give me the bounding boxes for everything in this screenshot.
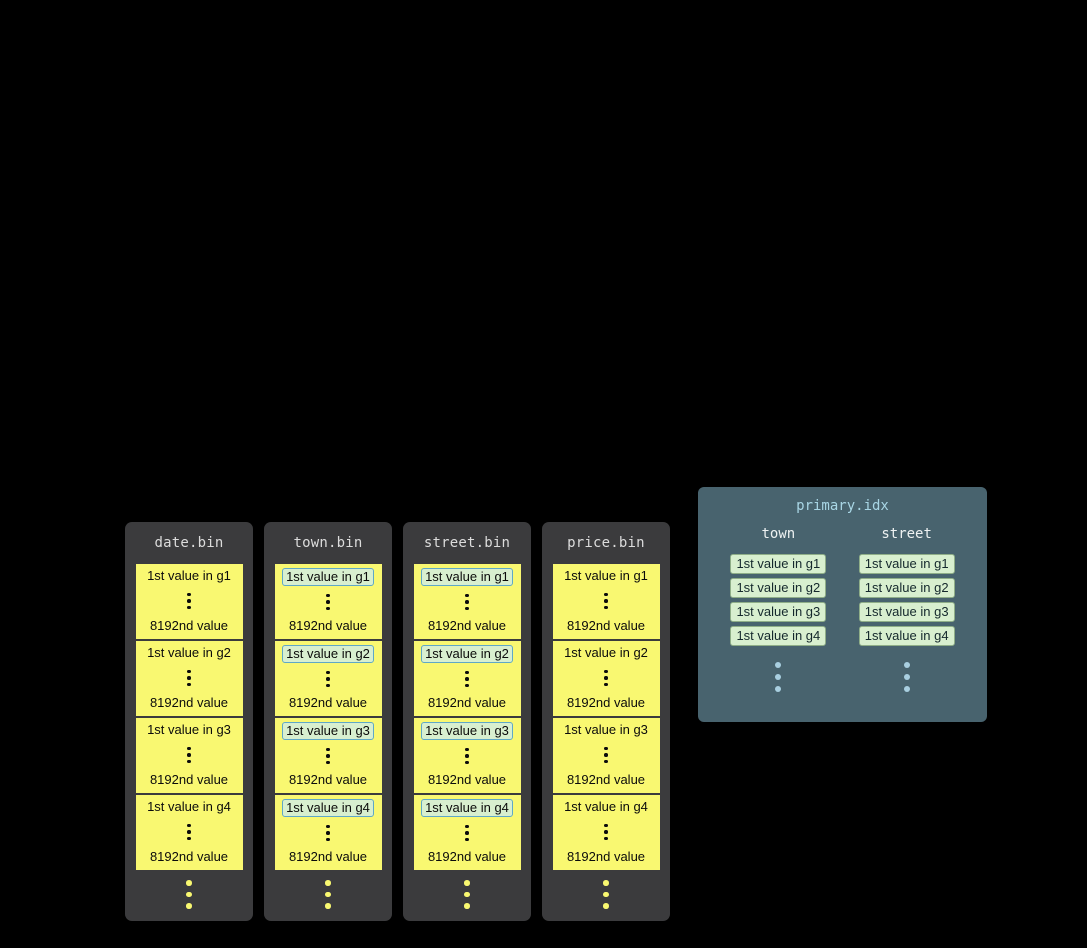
vertical-ellipsis-icon	[326, 670, 330, 688]
granule-last-value: 8192nd value	[149, 849, 229, 864]
granule-last-value: 8192nd value	[288, 772, 368, 787]
vertical-ellipsis-icon	[326, 593, 330, 611]
bin-file-title: price.bin	[567, 535, 645, 551]
granule-first-value-highlighted: 1st value in g4	[282, 799, 374, 817]
vertical-ellipsis-icon	[187, 823, 191, 841]
granule-last-value: 8192nd value	[288, 618, 368, 633]
granule-first-value: 1st value in g4	[564, 799, 648, 814]
granule-g2: 1st value in g2 8192nd value	[552, 641, 660, 716]
granule-g2: 1st value in g2 8192nd value	[135, 641, 243, 716]
granule-first-value: 1st value in g3	[147, 722, 231, 737]
index-entry: 1st value in g1	[730, 554, 827, 574]
vertical-ellipsis-icon	[465, 593, 469, 611]
granule-first-value-highlighted: 1st value in g1	[421, 568, 513, 586]
index-column-header: street	[881, 526, 932, 542]
granule-first-value-highlighted: 1st value in g2	[421, 645, 513, 663]
vertical-ellipsis-icon	[465, 670, 469, 688]
granule-last-value: 8192nd value	[149, 695, 229, 710]
vertical-ellipsis-icon	[187, 746, 191, 764]
granule-g1: 1st value in g1 8192nd value	[135, 564, 243, 639]
vertical-ellipsis-icon	[187, 669, 191, 687]
more-granules-ellipsis-icon	[464, 880, 470, 909]
granule-first-value: 1st value in g2	[147, 645, 231, 660]
vertical-ellipsis-icon	[326, 747, 330, 765]
granule-g3: 1st value in g3 8192nd value	[135, 718, 243, 793]
bin-column-price: price.bin 1st value in g1 8192nd value 1…	[542, 522, 670, 921]
index-column-header: town	[761, 526, 796, 542]
vertical-ellipsis-icon	[465, 747, 469, 765]
granule-g2: 1st value in g2 8192nd value	[413, 641, 521, 716]
more-entries-ellipsis-icon	[903, 662, 910, 692]
granule-last-value: 8192nd value	[288, 849, 368, 864]
granule-last-value: 8192nd value	[566, 772, 646, 787]
granule-g4: 1st value in g4 8192nd value	[274, 795, 382, 870]
granule-g4: 1st value in g4 8192nd value	[135, 795, 243, 870]
more-entries-ellipsis-icon	[775, 662, 782, 692]
granule-last-value: 8192nd value	[566, 618, 646, 633]
vertical-ellipsis-icon	[326, 824, 330, 842]
granule-first-value-highlighted: 1st value in g3	[421, 722, 513, 740]
granule-g2: 1st value in g2 8192nd value	[274, 641, 382, 716]
index-entry: 1st value in g3	[858, 602, 955, 622]
index-entry: 1st value in g4	[858, 626, 955, 646]
index-entry: 1st value in g1	[858, 554, 955, 574]
bin-file-title: date.bin	[154, 535, 224, 551]
primary-index-panel: primary.idx town 1st value in g1 1st val…	[698, 487, 987, 722]
vertical-ellipsis-icon	[604, 669, 608, 687]
granule-first-value: 1st value in g1	[564, 568, 648, 583]
bin-column-town: town.bin 1st value in g1 8192nd value 1s…	[264, 522, 392, 921]
granule-last-value: 8192nd value	[566, 849, 646, 864]
index-entry: 1st value in g4	[730, 626, 827, 646]
granule-first-value: 1st value in g4	[147, 799, 231, 814]
granule-last-value: 8192nd value	[427, 772, 507, 787]
bin-column-date: date.bin 1st value in g1 8192nd value 1s…	[125, 522, 253, 921]
granule-first-value: 1st value in g2	[564, 645, 648, 660]
granule-g3: 1st value in g3 8192nd value	[552, 718, 660, 793]
granule-g4: 1st value in g4 8192nd value	[552, 795, 660, 870]
granule-first-value: 1st value in g3	[564, 722, 648, 737]
granule-last-value: 8192nd value	[427, 849, 507, 864]
granule-last-value: 8192nd value	[149, 618, 229, 633]
index-column-street: street 1st value in g1 1st value in g2 1…	[858, 526, 955, 692]
index-entry: 1st value in g2	[858, 578, 955, 598]
granule-first-value-highlighted: 1st value in g1	[282, 568, 374, 586]
vertical-ellipsis-icon	[604, 592, 608, 610]
more-granules-ellipsis-icon	[325, 880, 331, 909]
index-entry: 1st value in g3	[730, 602, 827, 622]
granule-g3: 1st value in g3 8192nd value	[413, 718, 521, 793]
vertical-ellipsis-icon	[187, 592, 191, 610]
granule-g1: 1st value in g1 8192nd value	[552, 564, 660, 639]
granule-g3: 1st value in g3 8192nd value	[274, 718, 382, 793]
granule-g1: 1st value in g1 8192nd value	[274, 564, 382, 639]
more-granules-ellipsis-icon	[603, 880, 609, 909]
granule-g4: 1st value in g4 8192nd value	[413, 795, 521, 870]
granule-first-value-highlighted: 1st value in g4	[421, 799, 513, 817]
granule-last-value: 8192nd value	[427, 618, 507, 633]
bin-file-title: town.bin	[293, 535, 363, 551]
index-file-title: primary.idx	[796, 498, 889, 514]
granule-g1: 1st value in g1 8192nd value	[413, 564, 521, 639]
index-entry: 1st value in g2	[730, 578, 827, 598]
granule-last-value: 8192nd value	[149, 772, 229, 787]
granule-first-value: 1st value in g1	[147, 568, 231, 583]
granule-first-value-highlighted: 1st value in g3	[282, 722, 374, 740]
granule-last-value: 8192nd value	[427, 695, 507, 710]
index-column-town: town 1st value in g1 1st value in g2 1st…	[730, 526, 827, 692]
vertical-ellipsis-icon	[604, 823, 608, 841]
vertical-ellipsis-icon	[465, 824, 469, 842]
bin-file-title: street.bin	[423, 535, 511, 551]
bin-column-street: street.bin 1st value in g1 8192nd value …	[403, 522, 531, 921]
granule-first-value-highlighted: 1st value in g2	[282, 645, 374, 663]
more-granules-ellipsis-icon	[186, 880, 192, 909]
granule-last-value: 8192nd value	[566, 695, 646, 710]
vertical-ellipsis-icon	[604, 746, 608, 764]
granule-last-value: 8192nd value	[288, 695, 368, 710]
